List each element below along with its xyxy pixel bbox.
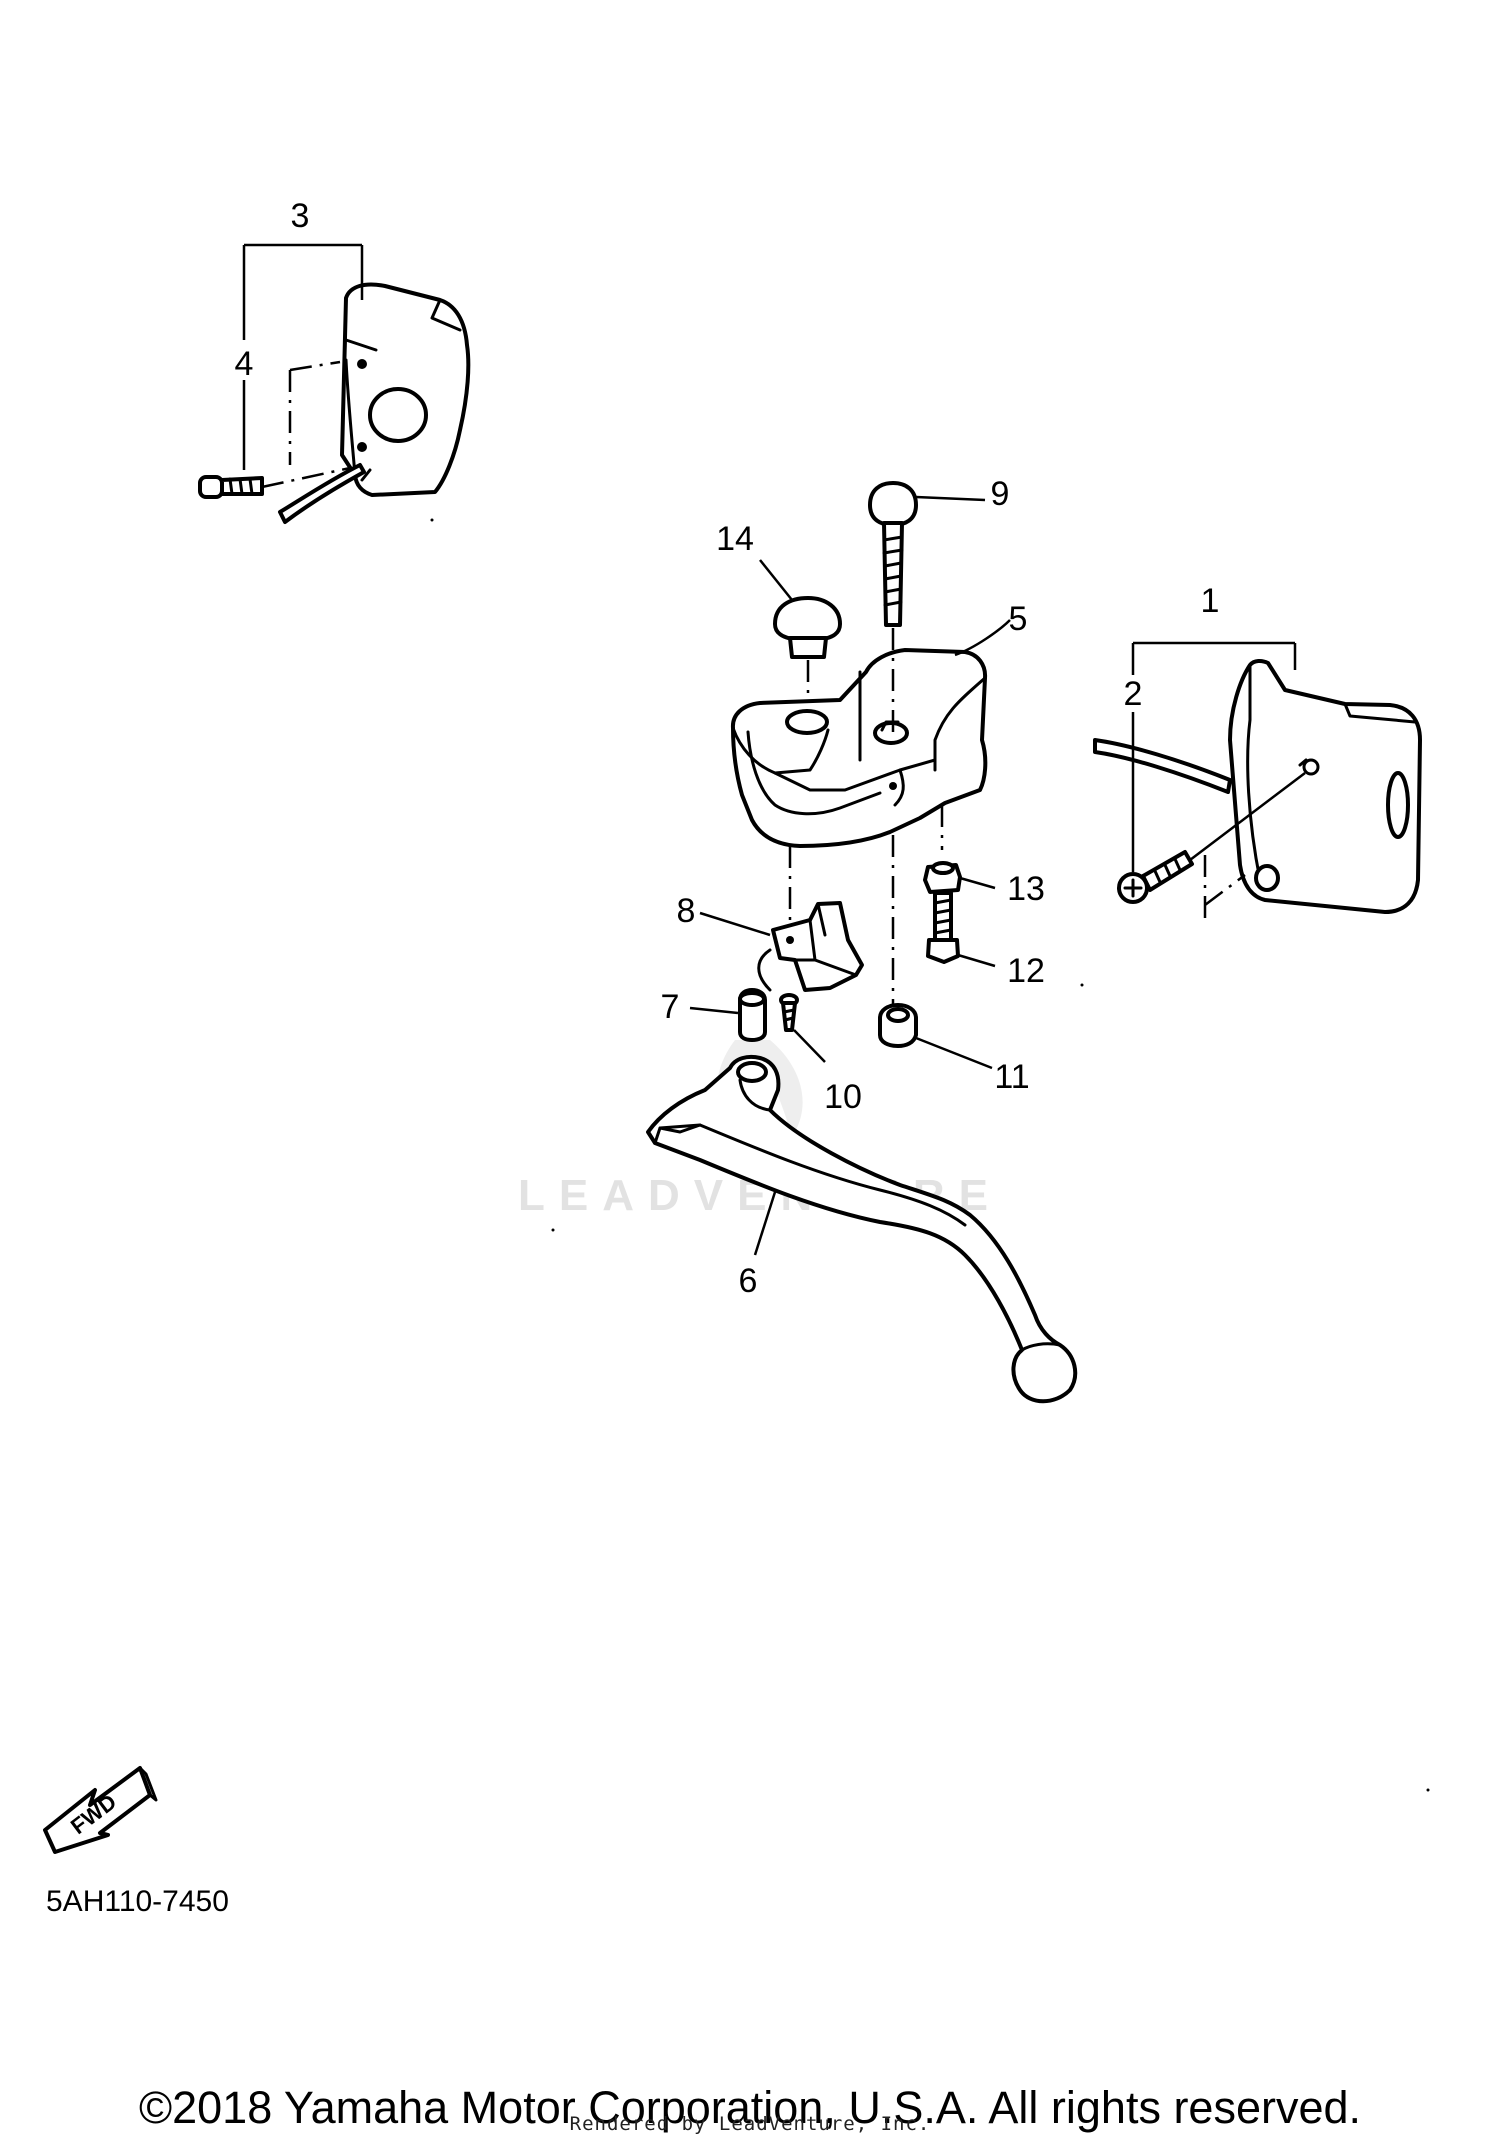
lock-nut (923, 861, 962, 894)
diagram-code: 5AH110-7450 (46, 1885, 229, 1918)
callout-13: 13 (1007, 870, 1045, 908)
clutch-switch (757, 901, 864, 992)
leader-10 (793, 1029, 826, 1063)
cap-plug (773, 596, 842, 659)
left-switch-assembly (198, 282, 471, 524)
right-switch-assembly (1093, 658, 1422, 925)
pivot-nut (878, 1003, 918, 1048)
right-handlebar-hole (1386, 771, 1410, 839)
callout-11: 11 (994, 1058, 1029, 1096)
callout-2: 2 (1124, 675, 1143, 713)
leader-9 (915, 495, 986, 502)
leader-13 (959, 876, 996, 890)
callout-3: 3 (291, 197, 310, 235)
leader-5 (954, 619, 1011, 657)
leader-7 (689, 1006, 739, 1015)
leader-6 (753, 1191, 777, 1256)
right-switch-lead-wire (1093, 738, 1232, 794)
callout-12: 12 (1007, 952, 1045, 990)
collar (738, 988, 767, 1042)
small-screw (779, 993, 799, 1032)
right-switch-screw (1117, 850, 1194, 904)
leader-11 (915, 1036, 993, 1070)
rendered-by-notice: Rendered by LeadVenture, Inc. (569, 2113, 931, 2135)
callout-14: 14 (716, 520, 754, 558)
callout-6: 6 (739, 1262, 758, 1300)
callout-8: 8 (677, 892, 696, 930)
clutch-lever (646, 1054, 1078, 1404)
lever-holder-bracket (730, 648, 988, 848)
callout-bracket-3-4 (242, 243, 364, 470)
leader-8 (699, 911, 771, 937)
callout-bracket-1-2 (1131, 641, 1297, 872)
assembly-lines-center (788, 628, 944, 1015)
clamp-bolt (868, 481, 918, 627)
leader-12 (957, 953, 996, 968)
fwd-arrow: FWD (43, 1766, 158, 1854)
leader-14 (759, 559, 793, 601)
left-switch-lead-wire (278, 463, 366, 524)
left-switch-screw (198, 475, 264, 499)
handlebar-hole (368, 387, 428, 443)
callout-10: 10 (824, 1078, 862, 1116)
callout-9: 9 (991, 475, 1010, 513)
callout-7: 7 (661, 988, 680, 1026)
callout-4: 4 (235, 345, 254, 383)
callout-5: 5 (1009, 600, 1028, 638)
copyright-notice: ©2018 Yamaha Motor Corporation, U.S.A. A… (138, 2082, 1362, 2133)
callout-1: 1 (1201, 582, 1220, 620)
adjuster-bolt (926, 891, 960, 964)
